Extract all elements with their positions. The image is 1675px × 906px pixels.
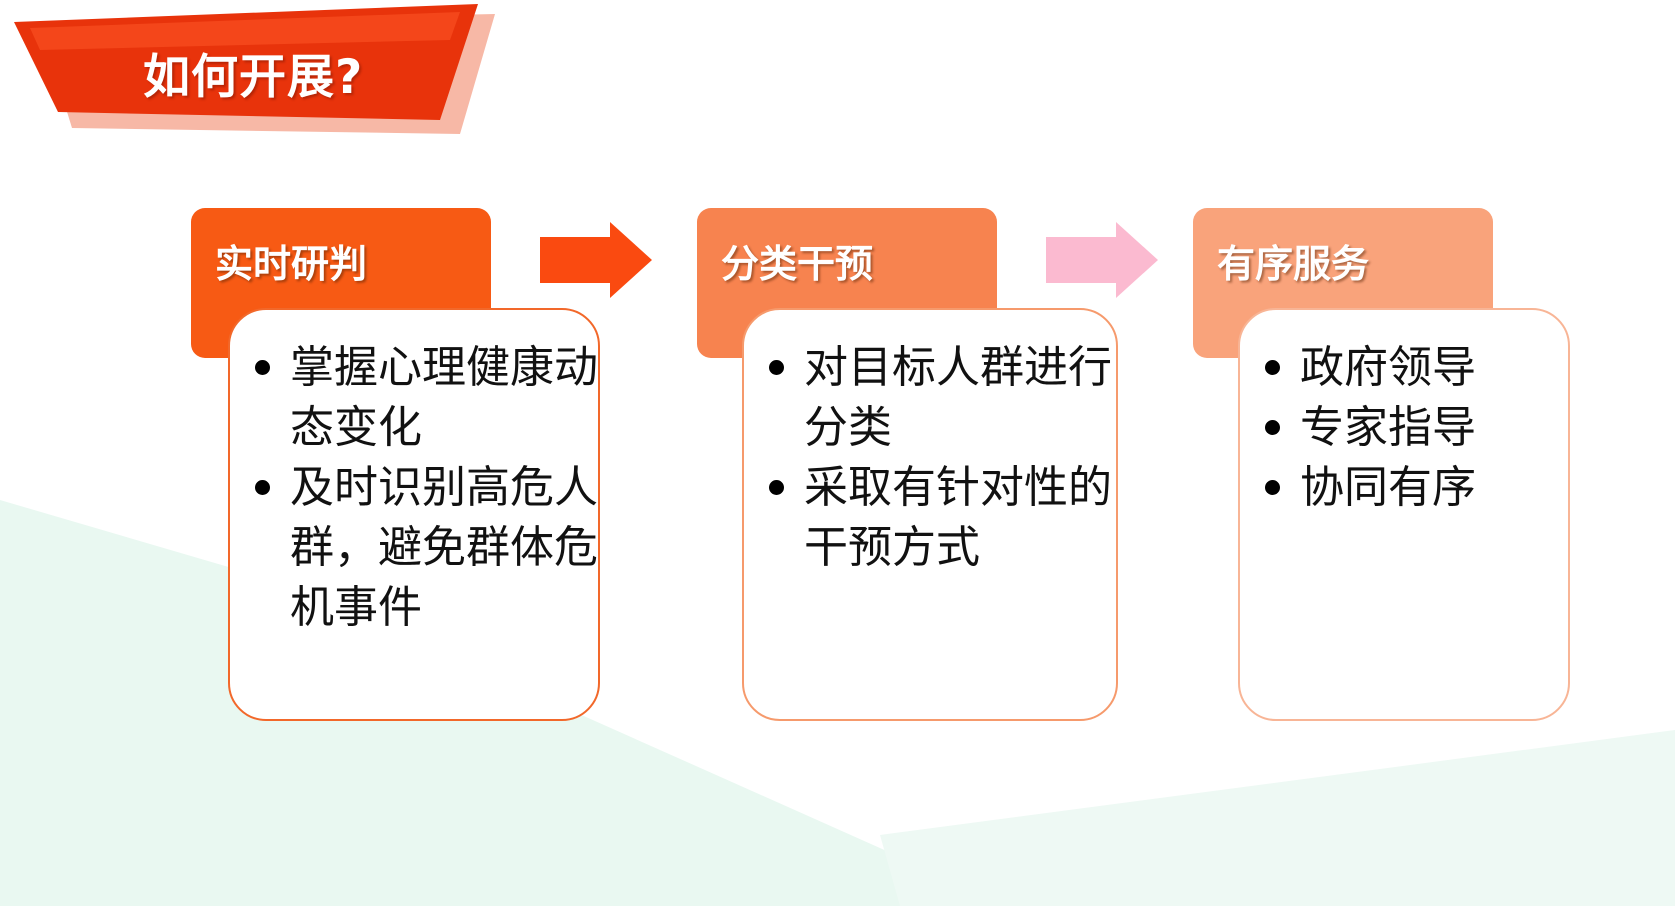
bullet-text: 采取有针对性的干预方式 xyxy=(804,462,1112,573)
bullet-icon xyxy=(769,480,784,495)
step-body-realtime-judgement: 掌握心理健康动态变化 及时识别高危人群，避免群体危机事件 xyxy=(228,308,600,721)
step-bullet-list: 政府领导 专家指导 协同有序 xyxy=(1262,338,1568,518)
bullet-text: 协同有序 xyxy=(1300,462,1476,513)
bullet-icon xyxy=(769,360,784,375)
step-title: 实时研判 xyxy=(215,242,368,286)
step-bullet-list: 对目标人群进行分类 采取有针对性的干预方式 xyxy=(766,338,1116,578)
bullet-icon xyxy=(255,480,270,495)
bullet-icon xyxy=(1265,420,1280,435)
bullet-item: 采取有针对性的干预方式 xyxy=(766,458,1116,578)
bullet-text: 专家指导 xyxy=(1300,402,1476,453)
bullet-icon xyxy=(255,360,270,375)
title-banner-highlight xyxy=(30,12,460,50)
step-title: 有序服务 xyxy=(1217,242,1370,286)
bullet-text: 政府领导 xyxy=(1300,342,1476,393)
step-body-orderly-service: 政府领导 专家指导 协同有序 xyxy=(1238,308,1570,721)
bullet-item: 对目标人群进行分类 xyxy=(766,338,1116,458)
step-title: 分类干预 xyxy=(721,242,874,286)
bullet-icon xyxy=(1265,480,1280,495)
bullet-icon xyxy=(1265,360,1280,375)
page-title: 如何开展? xyxy=(143,50,364,105)
bullet-text: 掌握心理健康动态变化 xyxy=(290,342,598,453)
bullet-text: 及时识别高危人群，避免群体危机事件 xyxy=(290,462,598,633)
bullet-item: 掌握心理健康动态变化 xyxy=(252,338,598,458)
step-bullet-list: 掌握心理健康动态变化 及时识别高危人群，避免群体危机事件 xyxy=(252,338,598,638)
title-banner xyxy=(14,4,495,134)
arrow-right-icon xyxy=(540,222,652,298)
bullet-item: 协同有序 xyxy=(1262,458,1568,518)
arrow-right-icon xyxy=(1046,222,1158,298)
background-band-right xyxy=(880,730,1675,906)
bullet-text: 对目标人群进行分类 xyxy=(804,342,1112,453)
step-body-classified-intervention: 对目标人群进行分类 采取有针对性的干预方式 xyxy=(742,308,1118,721)
bullet-item: 专家指导 xyxy=(1262,398,1568,458)
bullet-item: 政府领导 xyxy=(1262,338,1568,398)
bullet-item: 及时识别高危人群，避免群体危机事件 xyxy=(252,458,598,638)
